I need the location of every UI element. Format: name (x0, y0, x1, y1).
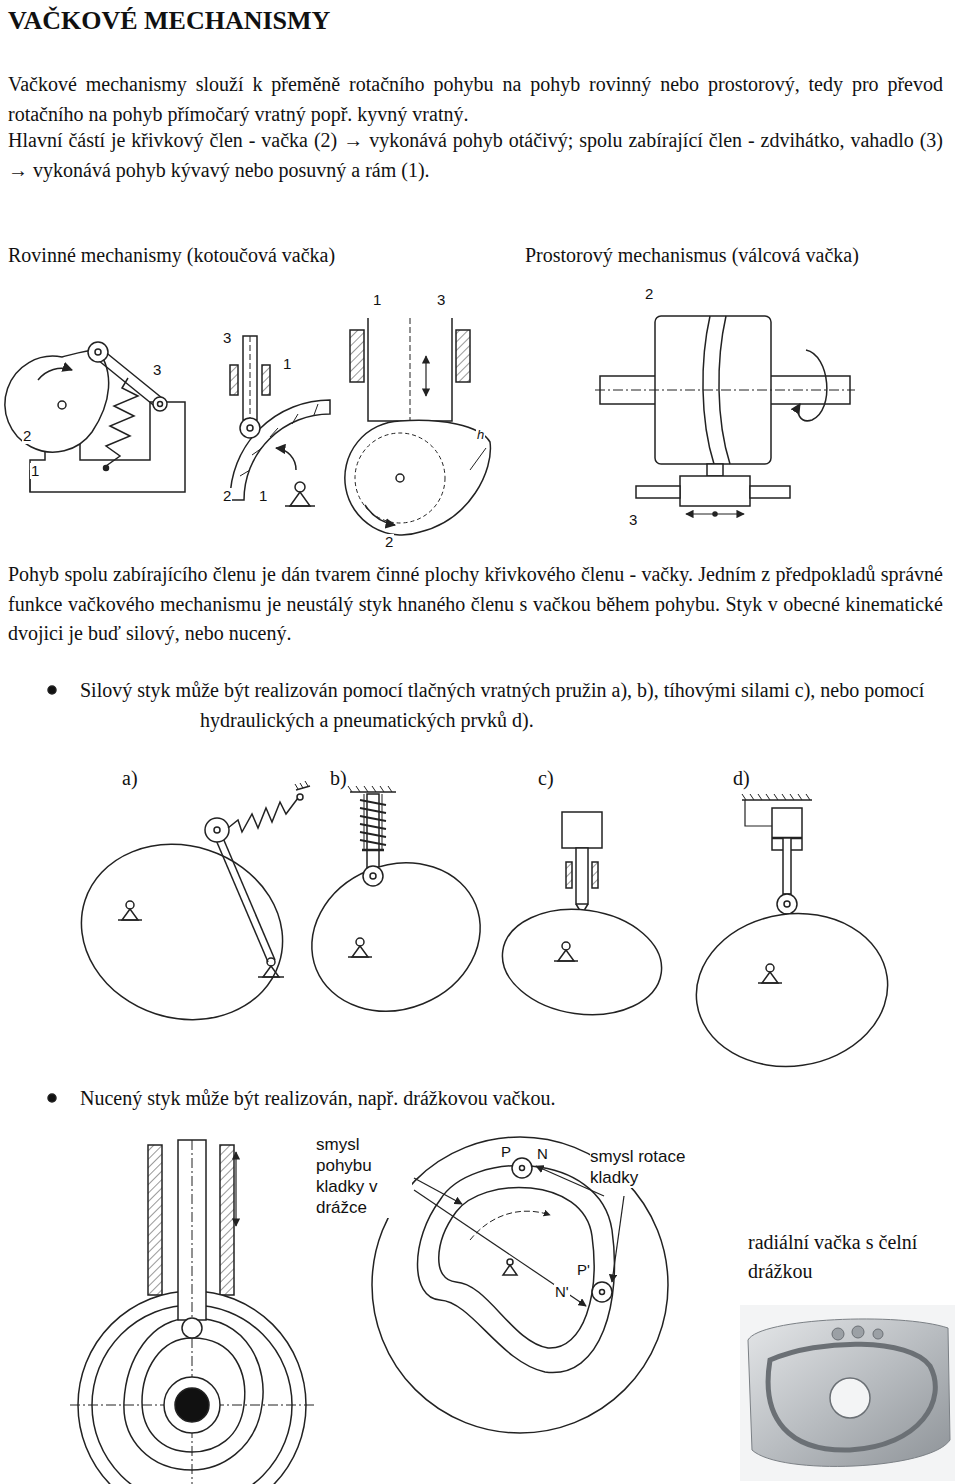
callout-number: 2 (644, 286, 654, 302)
bullet-paragraph: Silový styk může být realizován pomocí t… (80, 676, 940, 735)
callout-number: 2 (22, 428, 32, 444)
callout-number: 3 (152, 362, 162, 378)
figure-label: c) (538, 764, 554, 793)
force-closure-spring-rocker (58, 781, 310, 1045)
callout-number: 1 (372, 292, 382, 308)
callout-number: 2 (222, 488, 232, 504)
figure-label: b) (330, 764, 347, 793)
photo-caption: radiální vačka s čelní drážkou (748, 1228, 953, 1286)
figure-label: a) (122, 764, 138, 793)
cylindrical-cam-figure (595, 316, 855, 516)
bullet-paragraph: Nucený styk může být realizován, např. d… (80, 1084, 555, 1113)
annotation: smysl pohybu kladky v drážce (316, 1134, 412, 1218)
paragraph: Vačkové mechanismy slouží k přeměně rota… (8, 70, 943, 129)
page-title: VAČKOVÉ MECHANISMY (8, 6, 330, 36)
flat-follower-figure (345, 318, 491, 535)
force-closure-pneumatic (686, 794, 897, 1079)
cam-rocker-figure (5, 342, 185, 492)
callout-number: 3 (222, 330, 232, 346)
annotation: smysl rotace kladky (590, 1146, 708, 1188)
callout-number: 3 (436, 292, 446, 308)
bullet (48, 1094, 56, 1102)
callout-number: 2 (384, 534, 394, 550)
callout-number: 1 (282, 356, 292, 372)
cam-follower-figure (230, 336, 330, 506)
callout-number: 3 (628, 512, 638, 528)
point-label: P (500, 1144, 512, 1160)
point-label: N (536, 1146, 549, 1162)
figure-label: d) (733, 764, 750, 793)
section-heading: Rovinné mechanismy (kotoučová vačka) (8, 241, 335, 270)
force-closure-spring-follower (289, 786, 502, 1036)
dimension-label: h (476, 428, 485, 442)
paragraph: Hlavní částí je křivkový člen - vačka (2… (8, 126, 943, 185)
bullet (48, 686, 56, 694)
cam-photo (740, 1305, 955, 1481)
paragraph: Pohyb spolu zabírajícího členu je dán tv… (8, 560, 943, 649)
callout-number: 1 (30, 463, 40, 479)
force-closure-weight (496, 812, 669, 1025)
callout-number: 1 (258, 488, 268, 504)
point-label: P' (576, 1262, 591, 1278)
grooved-cam-figure (70, 1140, 315, 1484)
point-label: N' (554, 1284, 570, 1300)
section-heading: Prostorový mechanismus (válcová vačka) (525, 241, 859, 270)
